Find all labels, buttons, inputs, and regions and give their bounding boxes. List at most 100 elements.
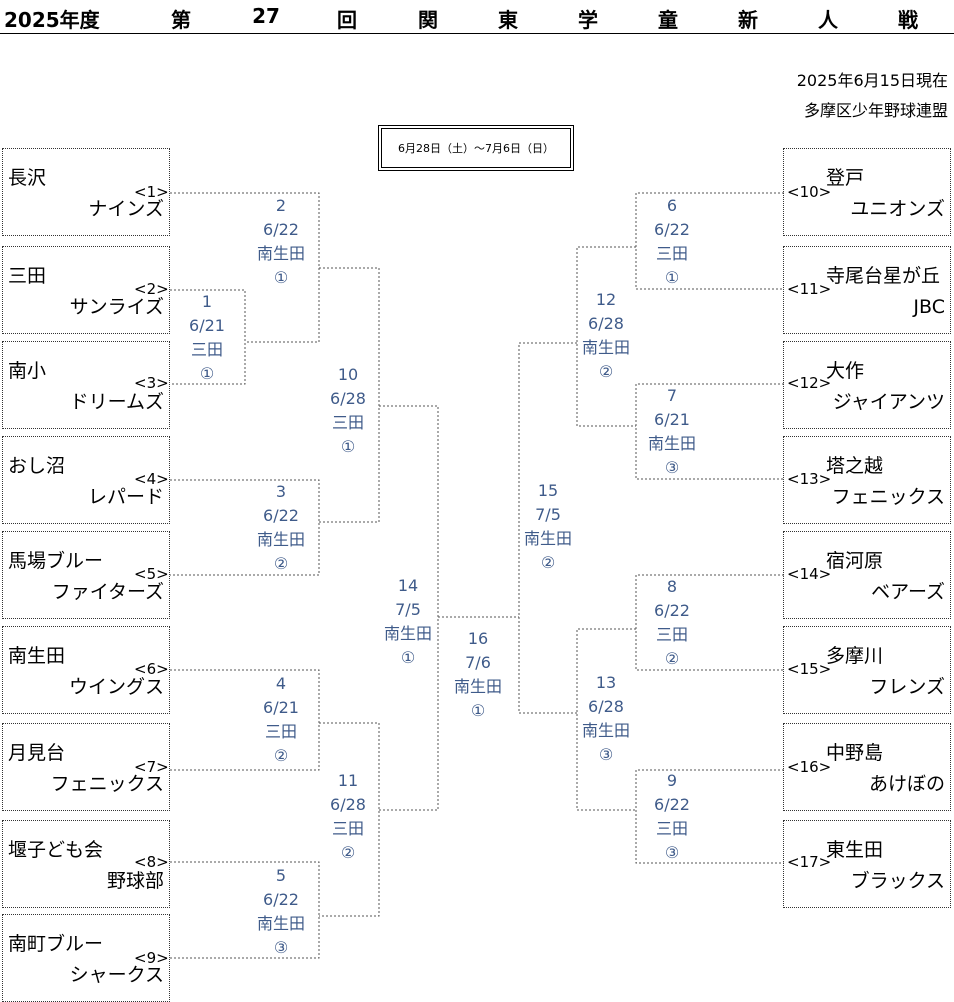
team-box-13: 塔之越 フェニックス bbox=[783, 436, 951, 524]
team-nickname: ウイングス bbox=[68, 676, 164, 698]
league-name: 多摩区少年野球連盟 bbox=[803, 101, 948, 120]
match-1: 1 6/21 三田 ① bbox=[162, 290, 252, 386]
team-name: 馬場ブルー bbox=[8, 550, 104, 572]
team-name: 南生田 bbox=[8, 645, 66, 667]
match-12: 12 6/28 南生田 ② bbox=[561, 288, 651, 384]
match-field: ① bbox=[273, 268, 289, 287]
match-field: ③ bbox=[598, 745, 614, 764]
match-field: ③ bbox=[273, 938, 289, 957]
match-15: 15 7/5 南生田 ② bbox=[503, 479, 593, 575]
seed-number: <13> bbox=[787, 470, 832, 488]
bracket-line bbox=[576, 628, 636, 811]
match-number: 4 bbox=[275, 674, 287, 693]
title-char: 27 bbox=[252, 4, 280, 28]
team-box-17: 東生田 ブラックス bbox=[783, 820, 951, 908]
match-venue: 南生田 bbox=[581, 721, 630, 740]
team-box-7: 月見台 フェニックス bbox=[2, 723, 170, 811]
seed-number: <6> bbox=[134, 660, 169, 678]
match-date: 6/28 bbox=[330, 795, 366, 814]
title-char: 回 bbox=[337, 8, 357, 32]
team-name: 大作 bbox=[826, 360, 865, 382]
team-name: 宿河原 bbox=[826, 550, 884, 572]
team-nickname: シャークス bbox=[69, 964, 164, 986]
bracket-line bbox=[635, 769, 784, 864]
title-char: 童 bbox=[658, 8, 678, 32]
bracket-line bbox=[379, 405, 439, 811]
team-name: 中野島 bbox=[826, 742, 884, 764]
match-2: 2 6/22 南生田 ① bbox=[236, 194, 326, 290]
team-name: 南町ブルー bbox=[8, 933, 104, 955]
match-16-final: 16 7/6 南生田 ① bbox=[433, 627, 523, 723]
team-nickname: レパード bbox=[87, 486, 164, 508]
team-box-4: おし沼 レパード bbox=[2, 436, 170, 524]
team-nickname: ブラックス bbox=[850, 870, 945, 892]
team-name: 月見台 bbox=[8, 742, 66, 764]
match-date: 6/28 bbox=[588, 314, 624, 333]
seed-number: <8> bbox=[134, 853, 169, 871]
seed-number: <15> bbox=[787, 660, 832, 678]
match-10: 10 6/28 三田 ① bbox=[303, 363, 393, 459]
match-9: 9 6/22 三田 ③ bbox=[627, 769, 717, 865]
bracket-line bbox=[319, 267, 380, 523]
match-venue: 南生田 bbox=[256, 244, 305, 263]
match-venue: 南生田 bbox=[581, 338, 630, 357]
match-field: ② bbox=[340, 843, 356, 862]
team-name: おし沼 bbox=[8, 455, 66, 477]
match-venue: 三田 bbox=[331, 413, 364, 432]
team-box-10: 登戸 ユニオンズ bbox=[783, 148, 951, 236]
match-date: 7/5 bbox=[535, 505, 561, 524]
team-box-14: 宿河原 ベアーズ bbox=[783, 531, 951, 619]
title-char: 新 bbox=[738, 8, 758, 32]
team-box-2: 三田 サンライズ bbox=[2, 246, 170, 334]
match-date: 6/21 bbox=[654, 410, 690, 429]
title-row: 2025年度 第 27 回 関 東 学 童 新 人 戦 bbox=[0, 0, 954, 34]
match-number: 14 bbox=[397, 576, 419, 595]
match-field: ① bbox=[199, 364, 215, 383]
match-date: 6/21 bbox=[189, 316, 225, 335]
match-date: 7/6 bbox=[465, 653, 491, 672]
bracket-line bbox=[319, 722, 380, 917]
match-field: ③ bbox=[664, 458, 680, 477]
seed-number: <5> bbox=[134, 565, 169, 583]
bracket-line bbox=[635, 192, 784, 290]
bracket-line bbox=[518, 342, 577, 714]
period-text: 6月28日（土）～7月6日（日） bbox=[381, 128, 571, 168]
match-venue: 南生田 bbox=[523, 529, 572, 548]
team-name: 塔之越 bbox=[826, 455, 884, 477]
team-name: 寺尾台星が丘 bbox=[826, 265, 941, 287]
team-nickname: フェニックス bbox=[831, 486, 945, 508]
match-number: 7 bbox=[666, 386, 678, 405]
team-nickname: 野球部 bbox=[106, 870, 164, 892]
match-venue: 南生田 bbox=[383, 624, 432, 643]
match-number: 9 bbox=[666, 771, 678, 790]
match-3: 3 6/22 南生田 ② bbox=[236, 480, 326, 576]
match-date: 6/22 bbox=[263, 220, 299, 239]
match-venue: 三田 bbox=[331, 819, 364, 838]
match-date: 6/22 bbox=[263, 506, 299, 525]
match-field: ② bbox=[540, 553, 556, 572]
match-11: 11 6/28 三田 ② bbox=[303, 769, 393, 865]
match-number: 15 bbox=[537, 481, 559, 500]
match-venue: 三田 bbox=[264, 722, 297, 741]
match-field: ① bbox=[664, 268, 680, 287]
bracket-line bbox=[170, 861, 320, 959]
seed-number: <1> bbox=[134, 183, 169, 201]
team-nickname: JBC bbox=[913, 296, 945, 318]
bracket-line bbox=[635, 383, 784, 480]
period-box: 6月28日（土）～7月6日（日） bbox=[378, 125, 574, 171]
match-number: 10 bbox=[337, 365, 359, 384]
seed-number: <12> bbox=[787, 374, 832, 392]
match-date: 6/28 bbox=[330, 389, 366, 408]
team-name: 東生田 bbox=[826, 839, 884, 861]
title-char: 第 bbox=[171, 8, 191, 32]
match-venue: 南生田 bbox=[256, 530, 305, 549]
seed-number: <17> bbox=[787, 853, 832, 871]
match-venue: 南生田 bbox=[453, 677, 502, 696]
team-box-1: 長沢 ナインズ bbox=[2, 148, 170, 236]
team-nickname: ナインズ bbox=[88, 198, 164, 220]
team-name: 登戸 bbox=[826, 167, 865, 189]
seed-number: <11> bbox=[787, 280, 832, 298]
team-box-15: 多摩川 フレンズ bbox=[783, 626, 951, 714]
match-venue: 南生田 bbox=[256, 914, 305, 933]
